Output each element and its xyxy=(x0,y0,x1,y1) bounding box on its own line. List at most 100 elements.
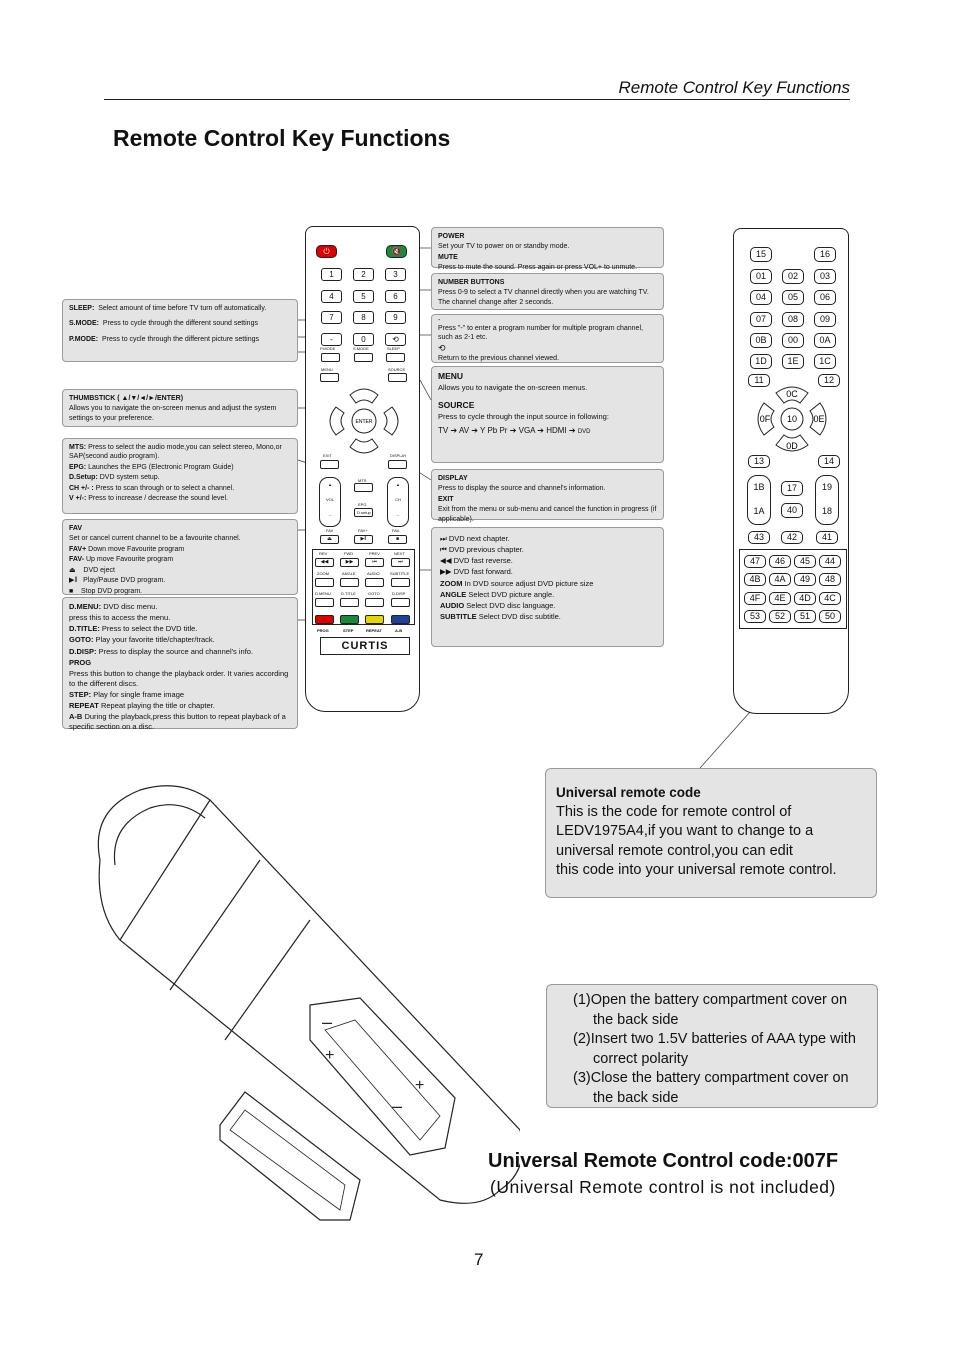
digit-3-button[interactable]: 3 xyxy=(385,268,406,281)
dsetup-label: D.setup xyxy=(357,510,371,515)
repeat-button[interactable] xyxy=(365,615,384,624)
prog-key: PROG xyxy=(69,657,92,667)
src-hdmi: HDMI xyxy=(546,426,567,436)
source-chain: TV ➔ AV ➔ Y Pb Pr ➔ VGA ➔ HDMI ➔ DVD xyxy=(438,426,591,436)
ab-key: A-B xyxy=(69,712,83,722)
subtitle-key: SUBTITLE xyxy=(440,611,477,621)
numbers-desc: Press 0-9 to select a TV channel directl… xyxy=(438,289,649,306)
digit-8-button[interactable]: 8 xyxy=(353,311,374,324)
ch-label: CH xyxy=(395,497,401,502)
display-desc: Press to display the source and channel'… xyxy=(438,485,606,493)
digit-7-button[interactable]: 7 xyxy=(321,311,342,324)
ch-rocker[interactable]: ▲CH– xyxy=(387,477,409,527)
epg-button[interactable] xyxy=(354,508,373,517)
angle-button[interactable] xyxy=(340,578,359,587)
code-0e: 0E xyxy=(813,414,824,424)
ddisp-button[interactable] xyxy=(391,598,410,607)
remote-control: ⏻ 🔇 1 2 3 4 5 6 7 8 9 - 0 ⟲ P.MODE S.MOD… xyxy=(305,226,420,712)
display-button[interactable] xyxy=(388,460,407,469)
code-07: 07 xyxy=(750,312,772,327)
smode-key: S.MODE: xyxy=(69,320,99,328)
smode-button[interactable] xyxy=(354,353,373,362)
mute-desc: Press to mute the sound. Press again or … xyxy=(438,264,638,272)
prev-icon: ⏮ xyxy=(440,545,447,555)
prog-button[interactable] xyxy=(315,615,334,624)
audio-button[interactable] xyxy=(365,578,384,587)
digit-4-button[interactable]: 4 xyxy=(321,290,342,303)
mute-button[interactable]: 🔇 xyxy=(386,245,407,258)
digit-2-button[interactable]: 2 xyxy=(353,268,374,281)
page-title: Remote Control Key Functions xyxy=(113,125,451,151)
dtitle-button[interactable] xyxy=(340,598,359,607)
code-dvd-grid: 47 46 45 44 4B 4A 49 48 4F 4E 4D 4C 53 5… xyxy=(739,549,847,629)
goto-button[interactable] xyxy=(365,598,384,607)
code-47: 47 xyxy=(744,555,766,568)
ddisp-label: D.DISP xyxy=(392,591,406,596)
stop-button[interactable]: ■ xyxy=(388,535,407,544)
dmenu-button[interactable] xyxy=(315,598,334,607)
box-dvd-playback: ⏭ DVD next chapter. ⏮ DVD previous chapt… xyxy=(431,527,664,647)
code-4f: 4F xyxy=(744,592,766,605)
dvd-key-panel xyxy=(312,549,415,625)
numbers-key: NUMBER BUTTONS xyxy=(438,279,505,286)
code-0f: 0F xyxy=(760,414,771,424)
digit-9-button[interactable]: 9 xyxy=(385,311,406,324)
exit-button[interactable] xyxy=(320,460,339,469)
source-button[interactable] xyxy=(388,373,407,382)
prev-label: PREV xyxy=(369,551,380,556)
code-10: 10 xyxy=(787,414,797,424)
fav-label: FAV xyxy=(326,528,334,533)
rev-button[interactable]: ◀◀ xyxy=(315,558,334,567)
pmode-button[interactable] xyxy=(321,353,340,362)
eject-button[interactable]: ⏏ xyxy=(320,535,339,544)
dmenu-desc: DVD disc menu. xyxy=(103,602,158,611)
vol-key: V +/-: xyxy=(69,495,87,503)
code-46: 46 xyxy=(769,555,791,568)
fwd-icon: ▶▶ xyxy=(440,567,452,577)
digit-1-button[interactable]: 1 xyxy=(321,268,342,281)
next-button[interactable]: ⏭ xyxy=(391,558,410,567)
step-key: STEP: xyxy=(69,690,92,699)
mute-key: MUTE xyxy=(438,253,458,261)
sleep-desc: Select amount of time before TV turn off… xyxy=(98,305,267,312)
mts-button[interactable] xyxy=(354,483,373,492)
audio-label: AUDIO xyxy=(367,571,380,576)
favm-key: FAV- xyxy=(69,556,85,564)
code-1e: 1E xyxy=(782,354,804,369)
subtitle-button[interactable] xyxy=(391,578,410,587)
src-ypbpr: Y Pb Pr xyxy=(480,426,508,436)
thumbstick-pad[interactable]: ENTER xyxy=(324,383,404,459)
zoom-button[interactable] xyxy=(315,578,334,587)
ab-button[interactable] xyxy=(391,615,410,624)
exit-key: EXIT xyxy=(438,495,454,503)
menu-button[interactable] xyxy=(320,373,339,382)
favm-desc: Up move Favourite program xyxy=(86,556,174,564)
code-0c: 0C xyxy=(786,389,798,399)
code-40: 40 xyxy=(781,503,803,518)
battery-step: (1)Open the battery compartment cover on… xyxy=(573,992,848,1028)
next-desc: DVD next chapter. xyxy=(448,534,510,543)
play-desc: Play/Pause DVD program. xyxy=(83,577,166,585)
fav-key: FAV xyxy=(69,525,83,532)
vol-rocker[interactable]: ▲VOL– xyxy=(319,477,341,527)
sleep-button[interactable] xyxy=(386,353,405,362)
fwd-desc: DVD fast forward. xyxy=(453,567,513,577)
thumbstick-key: THUMBSTICK xyxy=(69,395,116,402)
digit-6-button[interactable]: 6 xyxy=(385,290,406,303)
digit-0-button[interactable]: 0 xyxy=(353,333,374,346)
recall-button[interactable]: ⟲ xyxy=(385,333,406,346)
fwd-button[interactable]: ▶▶ xyxy=(340,558,359,567)
code-11: 11 xyxy=(748,374,770,387)
digit-5-button[interactable]: 5 xyxy=(353,290,374,303)
mts-key: MTS: xyxy=(69,444,87,451)
play-pause-button[interactable]: ▶‖ xyxy=(354,535,373,544)
battery-minus-bottom-icon: – xyxy=(392,1096,402,1116)
power-button[interactable]: ⏻ xyxy=(316,245,337,258)
code-06: 06 xyxy=(814,290,836,305)
step-button[interactable] xyxy=(340,615,359,624)
dash-button[interactable]: - xyxy=(321,333,342,346)
prog-desc: Press this button to change the playback… xyxy=(69,668,289,688)
smode-label: S.MODE xyxy=(353,346,369,351)
prev-button[interactable]: ⏮ xyxy=(365,558,384,567)
code-4c: 4C xyxy=(819,592,841,605)
